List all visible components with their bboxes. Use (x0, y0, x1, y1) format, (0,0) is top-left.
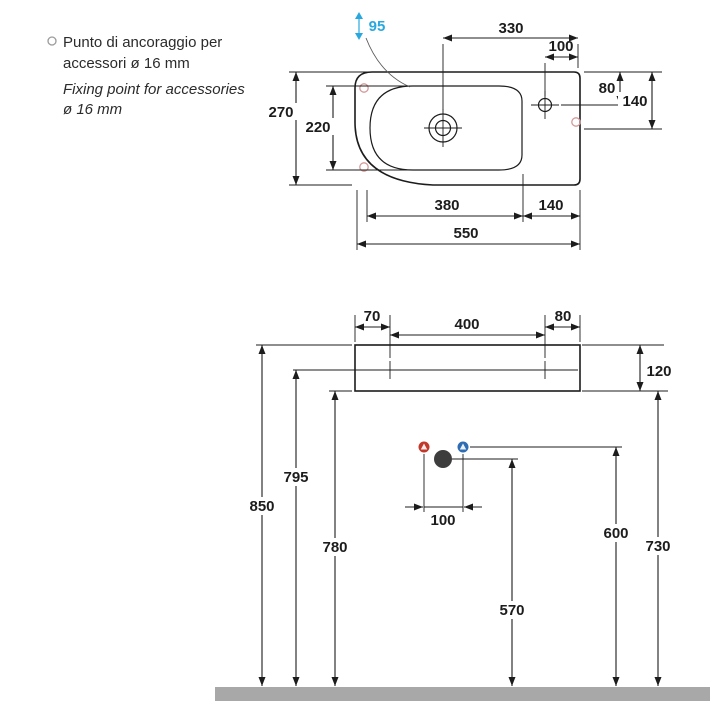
dim-730-label: 730 (645, 538, 670, 555)
dim-140-bottom-label: 140 (538, 197, 563, 214)
cold-water-point (457, 441, 469, 453)
dim-795-label-bg (278, 468, 314, 486)
top-view: 95 (264, 12, 662, 250)
floor-line (215, 687, 710, 701)
callout-95: 95 (355, 12, 411, 88)
dim-220-label-bg (301, 118, 336, 135)
dim-70-label: 70 (364, 308, 381, 325)
dim-600-label: 600 (603, 525, 628, 542)
basin-outline (354, 71, 581, 186)
dim-95-label: 95 (369, 18, 386, 35)
basin-front-outline (354, 344, 581, 392)
dim-795-label: 795 (283, 469, 308, 486)
dim-140-right-label-bg (618, 92, 651, 109)
dim-570-label-bg (494, 601, 530, 619)
dim-330-label: 330 (498, 20, 523, 37)
dim-850-label-bg (244, 497, 280, 515)
legend: Punto di ancoraggio per accessori ø 16 m… (47, 34, 245, 118)
dim-100-front-label: 100 (430, 512, 455, 529)
dim-100-label: 100 (548, 38, 573, 55)
dim-380-label: 380 (434, 197, 459, 214)
hot-water-triangle-icon (420, 443, 428, 450)
dim-80-label: 80 (599, 80, 616, 97)
dim-220-label: 220 (305, 119, 330, 136)
legend-line-3: Fixing point for accessories (63, 81, 245, 98)
dim-780-label-bg (317, 538, 353, 556)
callout-95-leader-line (365, 37, 411, 88)
inner-basin-outline (369, 85, 523, 171)
dim-120-label: 120 (646, 363, 671, 380)
drain-symbol (424, 109, 462, 147)
double-arrow-up-icon (355, 12, 363, 19)
dim-120-label-bg (641, 362, 677, 379)
legend-line-1: Punto di ancoraggio per (63, 34, 222, 51)
hot-water-point (418, 441, 430, 453)
fixing-hole-right (536, 361, 554, 379)
dim-730-label-bg (640, 537, 676, 555)
dim-780-label: 780 (322, 539, 347, 556)
dim-850-label: 850 (249, 498, 274, 515)
fixing-hole-left (381, 361, 399, 379)
front-view: 70 400 80 120 850 795 780 100 600 730 57… (215, 308, 710, 701)
legend-line-4: ø 16 mm (63, 101, 122, 118)
anchor-point-top-left (359, 83, 369, 93)
front-view-extension-lines (256, 315, 668, 512)
dim-600-label-bg (598, 524, 634, 542)
waste-drain-point (434, 450, 452, 468)
anchor-point-right (571, 117, 581, 127)
dim-550-label: 550 (453, 225, 478, 242)
legend-line-2: accessori ø 16 mm (63, 55, 190, 72)
dim-80-front-label: 80 (555, 308, 572, 325)
cold-water-triangle-icon (459, 443, 467, 450)
dim-140-right-label: 140 (622, 93, 647, 110)
dim-270-label: 270 (268, 104, 293, 121)
dim-570-label: 570 (499, 602, 524, 619)
double-arrow-down-icon (355, 33, 363, 40)
anchor-point-bottom-left (359, 162, 369, 172)
dim-400-label: 400 (454, 316, 479, 333)
dim-270-label-bg (264, 103, 299, 120)
anchor-point-legend-icon (47, 36, 57, 46)
